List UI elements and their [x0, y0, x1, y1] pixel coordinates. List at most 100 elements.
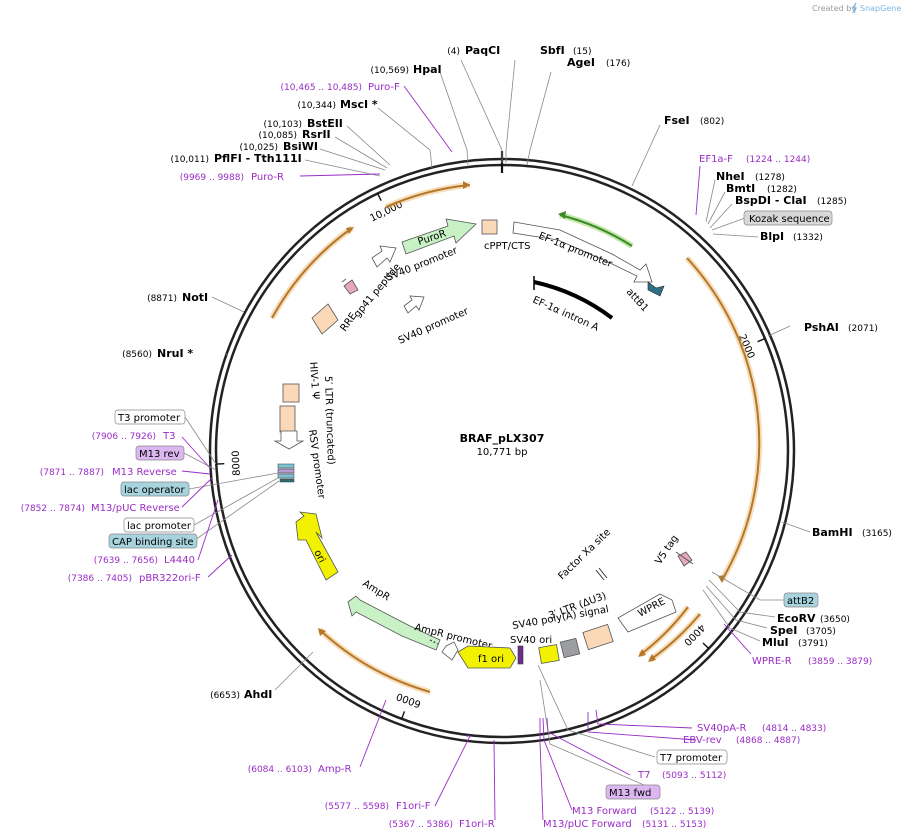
ahdi-name: AhdI — [244, 688, 272, 701]
ori-feature — [295, 511, 339, 581]
v5tag-label: V5 tag — [653, 533, 680, 566]
bamhi-name: BamHI — [812, 526, 853, 539]
sbfi-name: SbfI — [540, 44, 565, 57]
ef1a-intron-label: EF-1α intron A — [531, 295, 601, 334]
attb2-box — [783, 592, 819, 608]
f1ori-r-range: (5367 .. 5386) — [389, 820, 453, 830]
ef1a-promoter-feature — [512, 221, 653, 283]
factor-xa-label: Factor Xa site — [556, 527, 613, 582]
plasmid-size: 10,771 bp — [477, 447, 528, 458]
m13fwd-name: M13 Forward — [572, 806, 637, 817]
gp41-label: gp41 peptide — [352, 262, 403, 320]
f1ori-r-name: F1ori-R — [459, 819, 495, 830]
sv40-promoter-1-feature — [371, 245, 397, 268]
v5tag-feature — [677, 551, 693, 567]
blpi-pos: (1332) — [793, 233, 823, 243]
puro-f-range: (10,465 .. 10,485) — [281, 83, 362, 93]
clai-pos: (1285) — [817, 197, 847, 207]
lac-operator-box — [120, 481, 190, 497]
fsei-pos: (802) — [700, 117, 724, 127]
kozak-label: Kozak sequence — [749, 214, 830, 225]
wpre-r-range: (3859 .. 3879) — [808, 657, 872, 667]
paqci-pos: (4) — [447, 47, 460, 57]
pflfi-pos: (10,011) — [170, 155, 209, 165]
sbfi-pos: (15) — [573, 47, 591, 57]
hpai-pos: (10,569) — [370, 66, 409, 76]
t7-promoter-label: T7 promoter — [659, 753, 723, 764]
lac-cluster — [277, 463, 295, 483]
bsteii-pos: (10,103) — [263, 120, 302, 130]
noti-name: NotI — [182, 291, 208, 304]
pshai-name: PshAI — [804, 321, 839, 334]
agei-name: AgeI — [567, 56, 595, 69]
ampr-promoter-feature — [441, 641, 459, 661]
l4440-name: L4440 — [164, 555, 195, 566]
pbr322-range: (7386 .. 7405) — [68, 574, 132, 584]
bamhi-pos: (3165) — [862, 529, 892, 539]
nhei-pos: (1278) — [755, 173, 785, 183]
ampr-label: AmpR — [360, 578, 391, 603]
t3-range: (7906 .. 7926) — [92, 432, 156, 442]
tick-label-6000: 6000 — [395, 690, 423, 709]
ahdi-pos: (6653) — [210, 691, 240, 701]
ef1a-f-name: EF1a-F — [699, 154, 733, 165]
fsei-name: FseI — [664, 114, 690, 127]
hiv-psi-feature — [282, 383, 300, 403]
amp-r-name: Amp-R — [318, 764, 352, 775]
rsv-promoter-feature — [273, 430, 305, 450]
m13rev-range: (7871 .. 7887) — [40, 468, 104, 478]
pbr322-name: pBR322ori-F — [139, 573, 201, 584]
sv40pa-r-name: SV40pA-R — [697, 723, 746, 734]
snapgene-icon — [851, 2, 857, 14]
m13-rev-box — [135, 445, 185, 461]
t7-name: T7 — [637, 770, 650, 781]
bmti-name: BmtI — [726, 182, 755, 195]
tick-label-8000: 8000 — [231, 450, 243, 476]
cap-site-label: CAP binding site — [112, 537, 194, 548]
lac-promoter-label: lac promoter — [127, 521, 192, 532]
t3-promoter-label: T3 promoter — [117, 413, 181, 424]
puro-r-range: (9969 .. 9988) — [180, 173, 244, 183]
m13puc-rev-range: (7852 .. 7874) — [21, 504, 85, 514]
cppt-feature — [481, 219, 498, 235]
orf-arc-green-head — [558, 211, 566, 219]
ltr3-feature — [582, 623, 614, 651]
attb1-label: attB1 — [624, 287, 650, 315]
clai-name: BspDI - ClaI — [735, 194, 807, 207]
t7-promoter-box — [656, 749, 728, 765]
msci-name: MscI * — [340, 98, 378, 111]
ebv-rev-range: (4868 .. 4887) — [736, 736, 800, 746]
puror-feature — [401, 218, 477, 255]
snapgene-logo: SnapGene — [851, 2, 901, 14]
sv40-ori-feature — [517, 645, 524, 665]
orf-arc-2-glow — [269, 225, 354, 320]
tick-6000 — [401, 711, 406, 720]
m13puc-fwd-range: (5131 .. 5153) — [642, 820, 706, 830]
puro-r-name: Puro-R — [251, 172, 284, 183]
spei-pos: (3705) — [806, 627, 836, 637]
lac-operator-label: lac operator — [124, 485, 185, 496]
orf-arc-puro-glow — [384, 182, 471, 210]
plasmid-name: BRAF_pLX307 — [460, 432, 545, 445]
hpai-name: HpaI — [413, 63, 442, 76]
mlui-name: MluI — [762, 636, 789, 649]
snapgene-brand: SnapGene — [860, 4, 901, 13]
rsrii-pos: (10,085) — [258, 131, 297, 141]
m13fwd-range: (5122 .. 5139) — [650, 807, 714, 817]
orf-arc-amp — [319, 629, 431, 693]
rsrii-name: RsrII — [302, 128, 331, 141]
t3-name: T3 — [162, 431, 175, 442]
ebv-rev-name: EBV-rev — [683, 735, 722, 746]
sv40-ori-label: SV40 ori — [510, 635, 552, 646]
gp41-feature — [343, 279, 359, 295]
orf-arc-puro-head — [463, 181, 470, 189]
ef1a-f-range: (1224 .. 1244) — [746, 155, 810, 165]
msci-pos: (10,344) — [297, 101, 336, 111]
ltr5-label: 5′ LTR (truncated) — [322, 376, 336, 465]
hiv-psi-label: HIV-1 Ψ — [307, 361, 321, 400]
t3-promoter-box — [114, 409, 186, 425]
boxed-labels: Kozak sequence T3 promoter M13 rev lac o… — [108, 210, 833, 800]
ori-label: ori — [311, 548, 327, 565]
attb2-label: attB2 — [787, 596, 814, 607]
